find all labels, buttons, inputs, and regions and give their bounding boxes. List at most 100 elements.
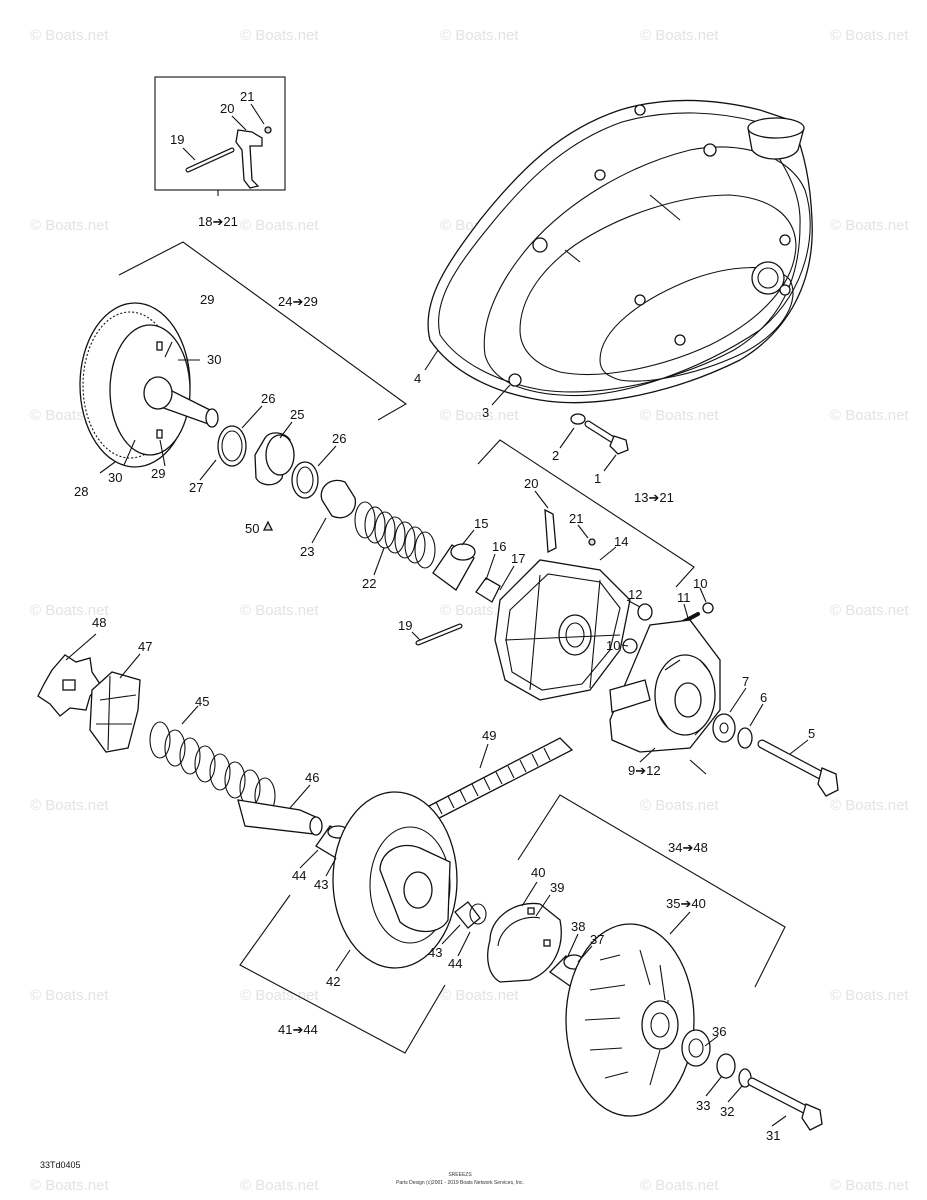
part-20-lever: [235, 129, 263, 189]
callout-44-upper: 44: [292, 868, 306, 883]
inset-box-lever-assembly: [154, 76, 286, 196]
group-bracket-41-44: [239, 894, 446, 1054]
callout-labels: 1 2 3 4 5 6 7 9➔12 10 10 11 12 13➔21 14 …: [74, 89, 815, 1143]
callout-35-40: 35➔40: [666, 896, 706, 911]
callout-29-lower: 29: [151, 466, 165, 481]
callout-47: 47: [138, 639, 152, 654]
callout-40: 40: [531, 865, 545, 880]
callout-29-upper: 29: [200, 292, 214, 307]
watermark: © Boats.net: [240, 27, 319, 44]
part-19-pin-b: [415, 623, 463, 646]
part-48-spider: [37, 654, 101, 717]
part-47-fixed-sheave: [89, 671, 141, 753]
watermark: © Boats.net: [30, 27, 109, 44]
watermark: © Boats.net: [240, 1177, 319, 1194]
drawing-code: 33Td0405: [40, 1160, 81, 1170]
part-42-driven-sheave: [332, 791, 458, 969]
callout-50: 50: [245, 521, 259, 536]
part-16-bushing: [475, 577, 501, 603]
callout-10-upper: 10: [693, 576, 707, 591]
part-2-washer: [570, 413, 586, 425]
callout-26-lower: 26: [332, 431, 346, 446]
part-4-cover: [427, 99, 813, 404]
callout-49: 49: [482, 728, 496, 743]
callout-11: 11: [677, 590, 691, 605]
callout-43-upper: 43: [314, 877, 328, 892]
watermark: © Boats.net: [830, 1177, 909, 1194]
watermark: © Boats.net: [240, 217, 319, 234]
callout-30-upper: 30: [207, 352, 221, 367]
watermark: © Boats.net: [440, 27, 519, 44]
watermark: © Boats.net: [30, 987, 109, 1004]
part-36-seal: [681, 1029, 711, 1067]
callout-25: 25: [290, 407, 304, 422]
callout-20: 20: [524, 476, 538, 491]
part-21-nut: [264, 126, 272, 134]
callout-45: 45: [195, 694, 209, 709]
callout-34-48: 34➔48: [668, 840, 708, 855]
part-33-washer: [716, 1053, 736, 1079]
watermark: © Boats.net: [30, 602, 109, 619]
part-9-governor-cup: [609, 619, 721, 753]
part-14-spider-housing: [494, 508, 631, 701]
callout-9-12: 9➔12: [628, 763, 661, 778]
watermark: © Boats.net: [830, 217, 909, 234]
part-5-bolt: [757, 739, 839, 797]
part-46-shaft: [237, 799, 323, 836]
callout-39: 39: [550, 880, 564, 895]
watermark: © Boats.net: [830, 407, 909, 424]
watermark: © Boats.net: [830, 797, 909, 814]
part-28-fixed-sheave: [79, 302, 219, 468]
callout-20-inset: 20: [220, 101, 234, 116]
watermark: © Boats.net: [240, 602, 319, 619]
callout-37: 37: [590, 932, 604, 947]
callout-48: 48: [92, 615, 106, 630]
part-35-movable-sheave: [565, 923, 695, 1117]
callout-15: 15: [474, 516, 488, 531]
lubricant-drop-icon: [262, 520, 274, 531]
watermark: © Boats.net: [640, 797, 719, 814]
callout-30-lower: 30: [108, 470, 122, 485]
watermark: © Boats.net: [830, 987, 909, 1004]
leader-lines: [65, 103, 809, 1127]
part-22-spring: [354, 501, 436, 569]
callout-5: 5: [808, 726, 815, 741]
callout-10-lower: 10: [606, 638, 620, 653]
callout-24-29: 24➔29: [278, 294, 318, 309]
callout-36: 36: [712, 1024, 726, 1039]
callout-46: 46: [305, 770, 319, 785]
callout-1: 1: [594, 471, 601, 486]
part-20-lever-b: [544, 508, 557, 554]
part-15-cup: [432, 543, 476, 591]
part-21-nut-b: [588, 538, 596, 546]
callout-7: 7: [742, 674, 749, 689]
callout-19: 19: [398, 618, 412, 633]
part-1-bolt: [584, 420, 629, 455]
watermark: © Boats.net: [440, 407, 519, 424]
inset-frame: [154, 76, 286, 191]
watermark: © Boats.net: [830, 602, 909, 619]
part-12-roller: [637, 603, 653, 621]
footer-copyright: Parts Design (c)2001 - 2019 Boats Networ…: [396, 1180, 524, 1186]
part-7-washer: [712, 713, 736, 743]
group-bracket-34-48: [517, 794, 786, 988]
callout-44-lower: 44: [448, 956, 462, 971]
callout-12: 12: [628, 587, 642, 602]
watermark: © Boats.net: [30, 217, 109, 234]
group-bracket-24-29: [118, 241, 408, 421]
callout-21: 21: [569, 511, 583, 526]
callout-32: 32: [720, 1104, 734, 1119]
part-10-nut: [702, 602, 714, 614]
part-31-bolt: [747, 1077, 823, 1131]
group-bracket-13-21: [477, 439, 695, 588]
callout-27: 27: [189, 480, 203, 495]
callout-13-21: 13➔21: [634, 490, 674, 505]
callout-33: 33: [696, 1098, 710, 1113]
watermark: © Boats.net: [640, 407, 719, 424]
part-23-bushing: [320, 479, 357, 519]
watermark: © Boats.net: [240, 987, 319, 1004]
part-26-seal: [291, 461, 319, 499]
callout-38: 38: [571, 919, 585, 934]
